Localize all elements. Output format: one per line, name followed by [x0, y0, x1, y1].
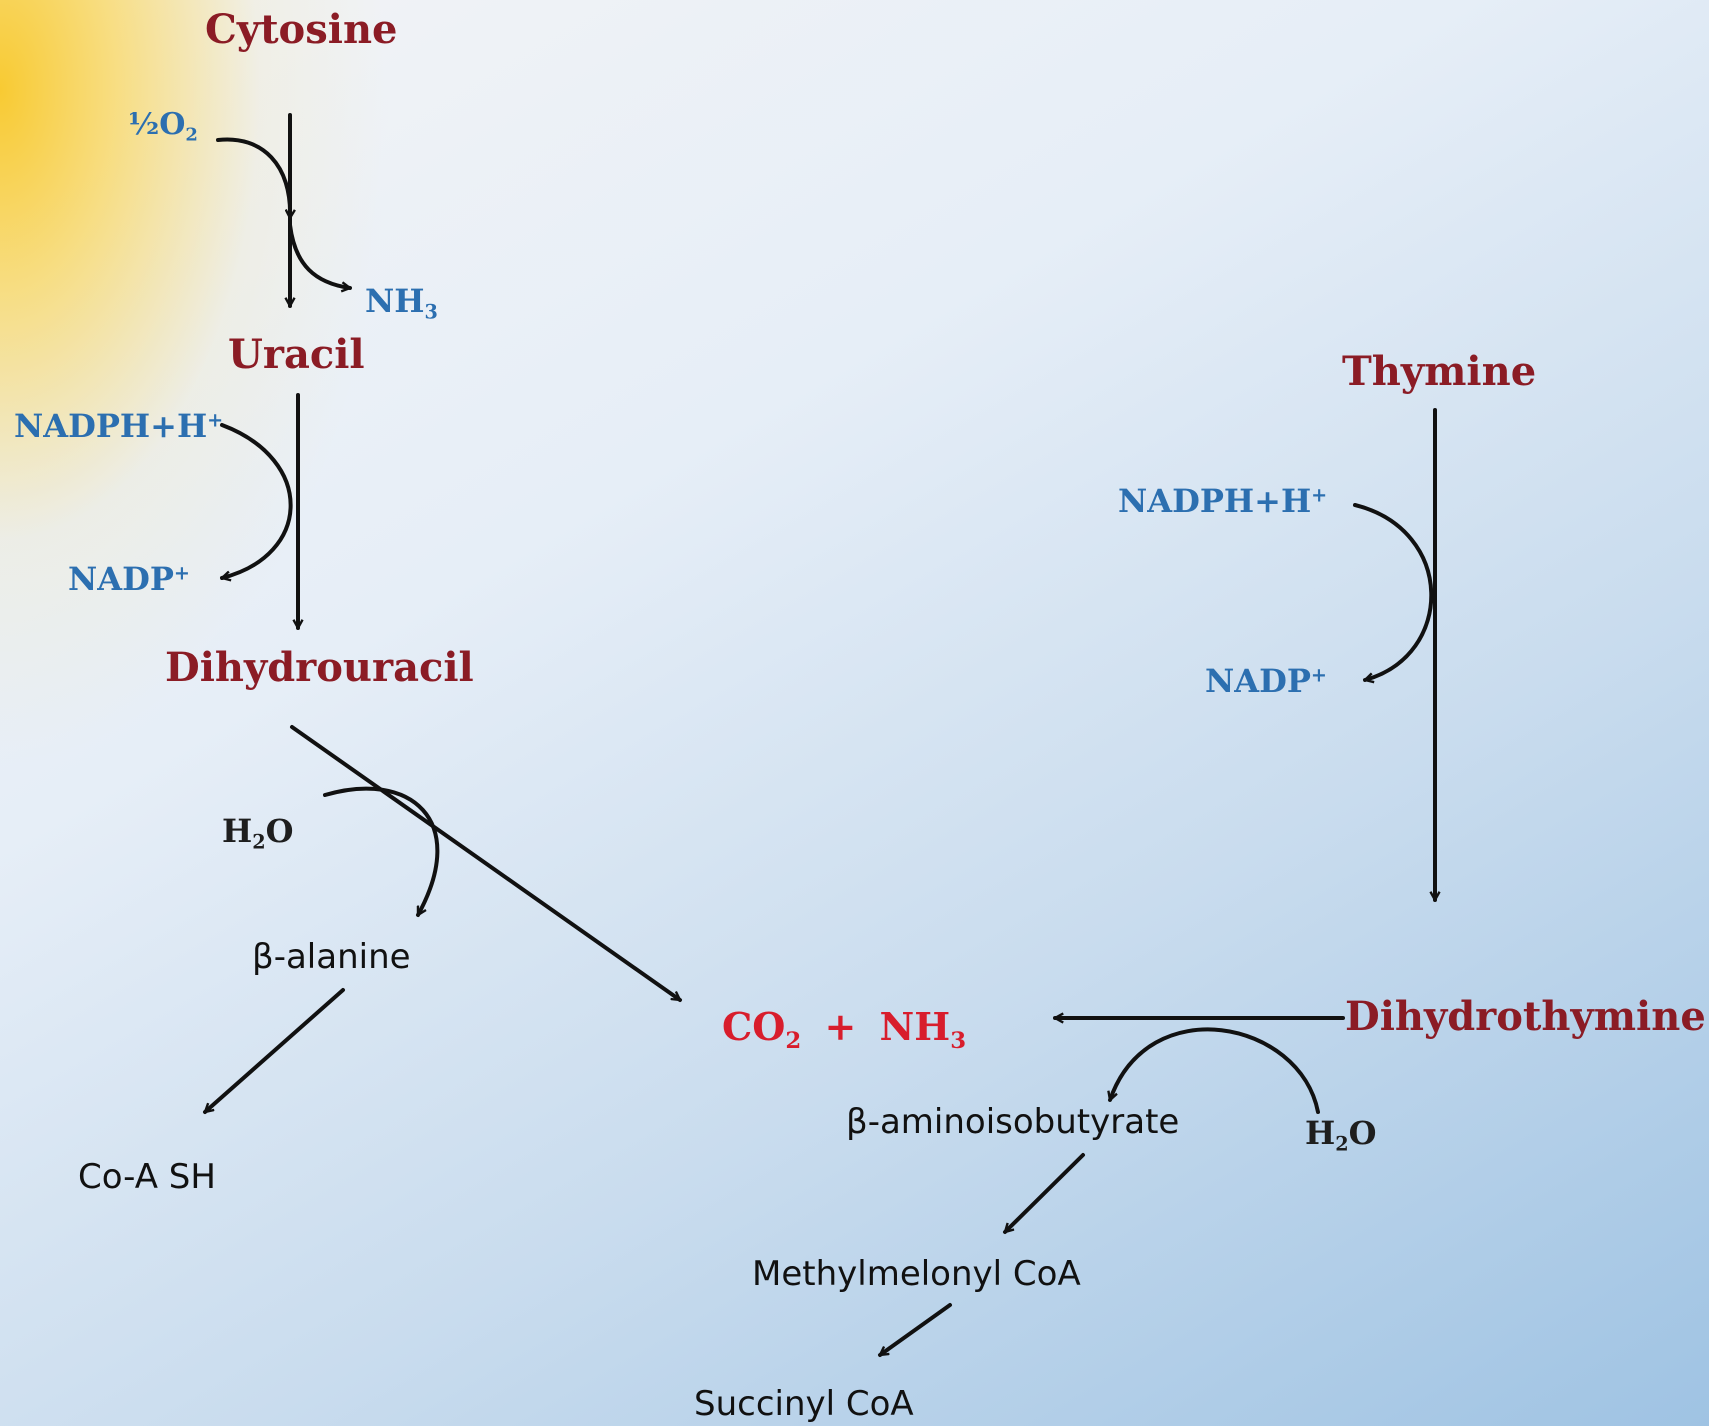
- h2o-right-tail: O: [1348, 1114, 1377, 1152]
- nadp-right-main: NADP: [1205, 662, 1311, 700]
- nadp-right-sup: +: [1310, 663, 1327, 687]
- arrow-nadph-right: [1353, 503, 1434, 680]
- nh3-top-sub: 3: [424, 300, 438, 324]
- nh3-top-main: NH: [365, 282, 425, 320]
- label-nadp-right: NADP+: [1205, 665, 1327, 697]
- arrow-h2o-left: [323, 786, 440, 915]
- arrow-dihydrouracil-to-co2: [290, 725, 680, 1002]
- label-uracil: Uracil: [228, 331, 365, 378]
- label-methylmelonyl-coa: Methylmelonyl CoA: [752, 1254, 1081, 1294]
- label-thymine: Thymine: [1342, 348, 1537, 395]
- h2o-left-tail: O: [265, 812, 294, 850]
- label-beta-aminoisobutyrate: β-aminoisobutyrate: [846, 1102, 1180, 1142]
- arrow-beta-alanine-to-coa: [203, 988, 345, 1114]
- label-half-o2: ½O2: [128, 110, 198, 144]
- arrow-nadph-left: [222, 423, 293, 578]
- label-dihydrothymine: Dihydrothymine: [1345, 993, 1706, 1040]
- nadph-right-main: NADPH+H: [1118, 482, 1312, 520]
- half-o2-sub: 2: [185, 124, 198, 146]
- h2o-right-sub: 2: [1335, 1132, 1349, 1156]
- label-h2o-right: H2O: [1305, 1117, 1376, 1154]
- co2-sub: 2: [785, 1027, 802, 1054]
- h2o-right-main: H: [1305, 1114, 1336, 1152]
- label-h2o-left: H2O: [222, 815, 293, 852]
- nadp-left-sup: +: [173, 561, 190, 585]
- nadph-left-main: NADPH+H: [14, 407, 208, 445]
- h2o-left-sub: 2: [252, 830, 266, 854]
- arrow-o2-in: [216, 137, 290, 218]
- arrow-methylmelonyl-to-succinyl: [878, 1303, 952, 1357]
- label-nh3-top: NH3: [365, 285, 438, 322]
- arrow-nh3-out: [288, 223, 350, 288]
- label-nadph-left: NADPH+H+: [14, 410, 223, 442]
- half-o2-main: ½O: [128, 107, 186, 142]
- nadp-left-main: NADP: [68, 560, 174, 598]
- label-co2-nh3: CO2 + NH3: [722, 1008, 966, 1053]
- label-coa-sh: Co-A SH: [78, 1157, 216, 1197]
- plus-sign: +: [824, 1004, 857, 1049]
- arrow-aminoisobutyrate-to-methylmelonyl: [1003, 1153, 1085, 1234]
- arrow-h2o-right: [1110, 1027, 1320, 1114]
- label-nadp-left: NADP+: [68, 563, 190, 595]
- nh3-final-main: NH: [879, 1004, 951, 1049]
- nadph-left-sup: +: [207, 408, 224, 432]
- label-beta-alanine: β-alanine: [252, 937, 411, 977]
- co2-main: CO: [722, 1004, 786, 1049]
- label-dihydrouracil: Dihydrouracil: [165, 644, 474, 691]
- label-nadph-right: NADPH+H+: [1118, 485, 1327, 517]
- nadph-right-sup: +: [1311, 483, 1328, 507]
- label-succinyl-coa: Succinyl CoA: [694, 1384, 914, 1424]
- nh3-final-sub: 3: [950, 1027, 967, 1054]
- h2o-left-main: H: [222, 812, 253, 850]
- label-cytosine: Cytosine: [205, 6, 398, 53]
